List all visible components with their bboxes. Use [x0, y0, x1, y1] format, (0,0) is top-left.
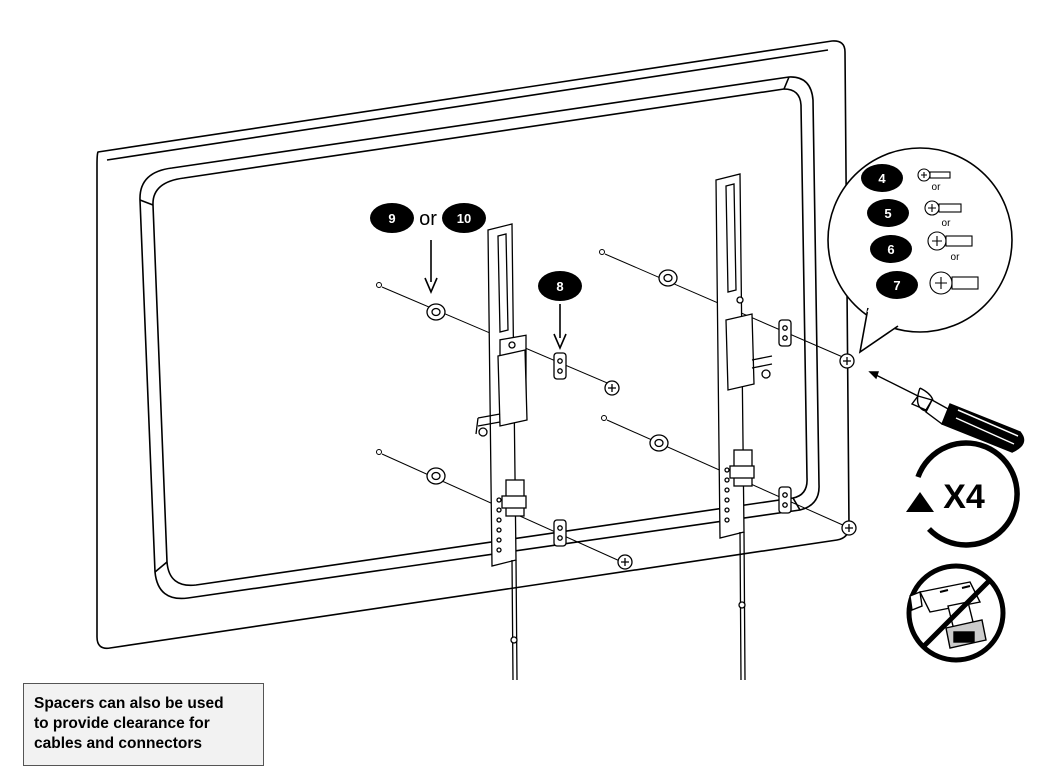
screw-option-7-icon [929, 271, 979, 295]
spacer-note-line-3: cables and connectors [34, 735, 202, 752]
or-label-6: or [951, 252, 961, 263]
rotate-clockwise-icon [906, 440, 1020, 548]
badge-7 [876, 271, 918, 299]
badge-7-label: 7 [893, 278, 900, 293]
no-power-drill-icon [906, 563, 1006, 663]
badge-5-label: 5 [884, 206, 891, 221]
spacer-note-line-2: to provide clearance for [34, 715, 210, 732]
or-label-4: or [932, 182, 942, 193]
badge-9 [370, 203, 414, 233]
badge-8-label: 8 [556, 279, 563, 294]
spacer-note: Spacers can also be used to provide clea… [23, 683, 264, 766]
right-mount-bracket [715, 173, 773, 681]
screw-option-6-icon [927, 231, 973, 251]
repeat-count-label: X4 [943, 478, 985, 516]
badge-8 [538, 271, 582, 301]
badge-4 [861, 164, 903, 192]
screw-options-bubble: 4 or 5 or 6 or 7 [827, 147, 1013, 354]
badge-10-label: 10 [457, 211, 471, 226]
badge-9-label: 9 [388, 211, 395, 226]
screwdriver-icon [868, 371, 1025, 453]
badge-4-label: 4 [878, 171, 886, 186]
callout-9-or-10: 9 or 10 [370, 203, 486, 295]
or-label-5: or [942, 218, 952, 229]
badge-6 [870, 235, 912, 263]
spacer-note-line-1: Spacers can also be used [34, 695, 224, 712]
screw-option-4-icon [917, 168, 951, 182]
screw-icon [604, 353, 857, 570]
badge-10 [442, 203, 486, 233]
callout-8: 8 [538, 271, 582, 351]
screw-option-5-icon [924, 200, 962, 216]
left-mount-bracket [475, 223, 528, 681]
or-label-9-10: or [419, 208, 437, 230]
badge-5 [867, 199, 909, 227]
tv-back-panel [96, 40, 850, 650]
badge-6-label: 6 [887, 242, 894, 257]
washer-icon [426, 269, 678, 485]
spacer-icon [553, 319, 792, 547]
